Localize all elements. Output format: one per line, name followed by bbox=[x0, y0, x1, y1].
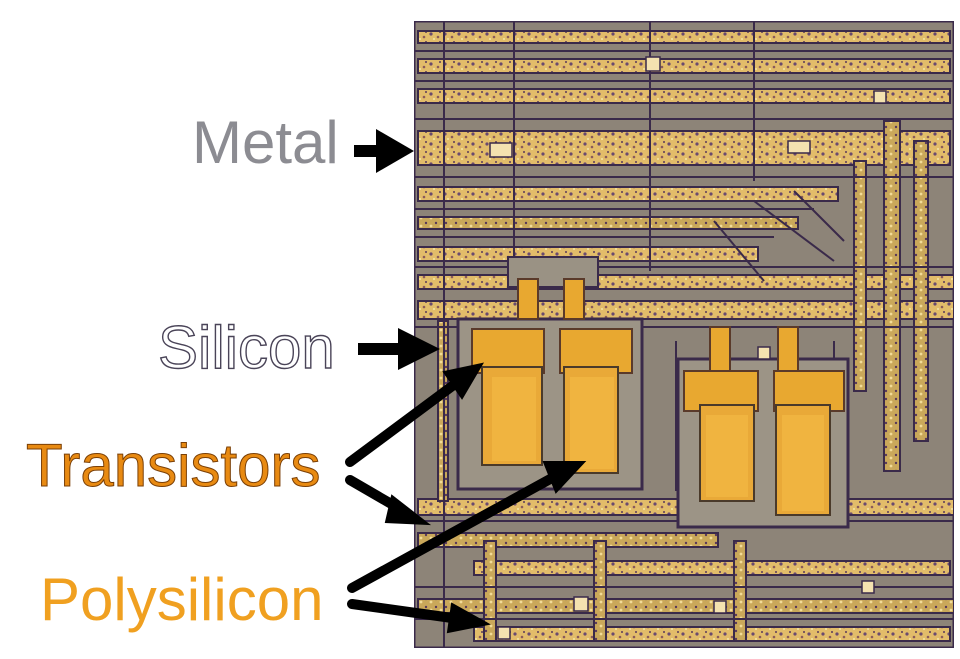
arrow-polysilicon-2 bbox=[347, 599, 491, 634]
arrow-silicon bbox=[358, 328, 440, 370]
transistors-label: Transistors bbox=[26, 432, 321, 499]
arrow-transistors-2 bbox=[345, 475, 432, 526]
transistor-left-pair bbox=[456, 256, 644, 491]
contacts bbox=[489, 56, 887, 640]
polysilicon-label: Polysilicon bbox=[40, 566, 324, 633]
chip-die-photo bbox=[414, 21, 954, 648]
arrow-metal bbox=[354, 129, 414, 173]
silicon-label: Silicon bbox=[157, 314, 335, 381]
arrow-polysilicon-1 bbox=[347, 461, 587, 593]
metal-label: Metal bbox=[192, 109, 339, 176]
arrow-transistors-1 bbox=[345, 362, 485, 467]
